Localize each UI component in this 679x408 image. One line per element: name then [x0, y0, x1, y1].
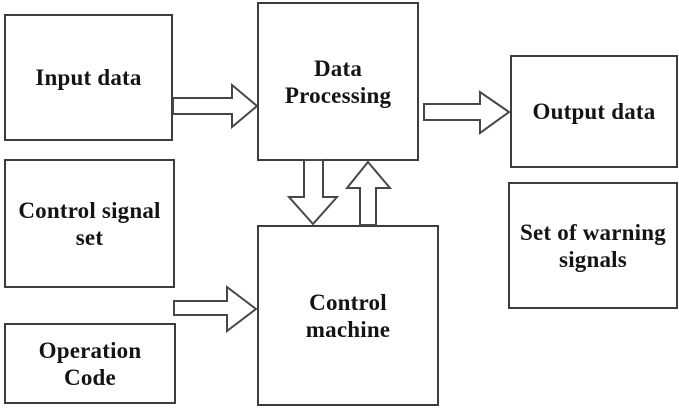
node-output-data: Output data: [510, 55, 678, 168]
node-warning-signals: Set of warning signals: [508, 182, 678, 309]
arrow-signals-to-control-machine-icon: [173, 284, 258, 334]
arrow-processing-down-to-control-icon: [286, 159, 340, 226]
node-control-signal-set: Control signal set: [4, 159, 175, 288]
arrow-input-to-processing-icon: [172, 82, 259, 130]
arrow-processing-to-output-icon: [423, 90, 511, 135]
node-control-machine: Control machine: [257, 225, 439, 406]
node-output-data-label: Output data: [532, 99, 656, 124]
arrow-control-up-to-processing-icon: [344, 160, 393, 226]
node-data-processing-label: Data Processing: [284, 55, 392, 108]
node-warning-signals-label: Set of warning signals: [520, 219, 666, 272]
node-operation-code: Operation Code: [4, 323, 176, 404]
node-control-machine-label: Control machine: [305, 289, 391, 342]
node-input-data: Input data: [4, 14, 173, 141]
node-control-signal-set-label: Control signal set: [18, 197, 161, 250]
node-data-processing: Data Processing: [257, 2, 419, 161]
node-operation-code-label: Operation Code: [38, 337, 142, 390]
node-input-data-label: Input data: [35, 65, 142, 90]
